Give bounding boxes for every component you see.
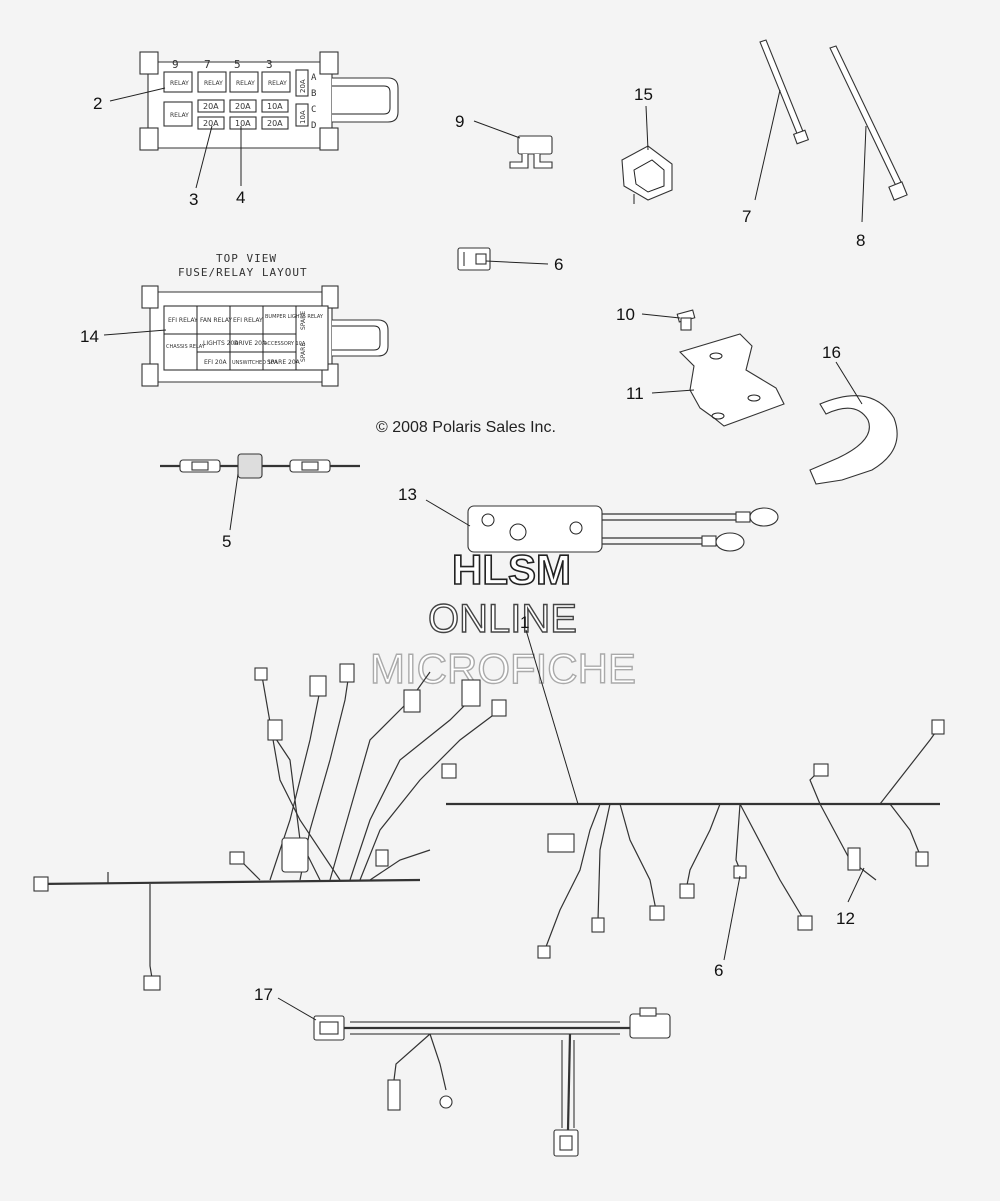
- leader-line: [754, 89, 781, 201]
- relay-label: RELAY: [170, 80, 189, 87]
- callout-11: 11: [626, 384, 644, 403]
- fuse-rating: 20A: [203, 119, 219, 128]
- fuse-box-number: 9: [172, 58, 179, 71]
- leader-line: [641, 313, 681, 319]
- fuse-box-number: 3: [266, 58, 273, 71]
- layout-cell: EFI 20A: [204, 359, 228, 366]
- leader-line: [861, 125, 867, 223]
- cable-tie-long: [829, 45, 908, 201]
- fuse-box-letter: B: [311, 89, 316, 99]
- layout-cell: EFI RELAY: [233, 317, 263, 324]
- copyright-text: © 2008 Polaris Sales Inc.: [376, 419, 556, 436]
- inline-fuse-holder: [160, 453, 360, 479]
- relay-label: RELAY: [170, 112, 189, 119]
- fuse-rating: 20A: [299, 79, 307, 93]
- leader-line: [651, 389, 695, 394]
- sensor-connector: [621, 145, 673, 204]
- layout-cell: SPARE: [300, 343, 307, 362]
- callout-3: 3: [189, 190, 198, 209]
- leader-line: [425, 499, 471, 527]
- diode: [509, 135, 553, 169]
- screw: [676, 309, 696, 331]
- fuse-rating: 10A: [299, 110, 307, 124]
- callout-15: 15: [634, 85, 653, 104]
- callout-12: 12: [836, 909, 855, 928]
- layout-cell: EFI RELAY: [168, 317, 198, 324]
- layout-cell: ACCESSORY 10A: [264, 341, 306, 347]
- fuse-rating: 20A: [267, 119, 283, 128]
- accessory-harness: [313, 1007, 671, 1157]
- leader-line: [229, 473, 239, 531]
- leader-line: [485, 260, 549, 265]
- callout-7: 7: [742, 207, 751, 226]
- leader-line: [473, 120, 521, 139]
- fuse-relay-layout: EFI RELAY FAN RELAY EFI RELAY BUMPER LIG…: [141, 285, 389, 387]
- cable-junction-block: [467, 505, 779, 553]
- leader-line: [645, 105, 649, 151]
- callout-4: 4: [236, 188, 245, 207]
- callout-16: 16: [822, 343, 841, 362]
- main-wiring-harness: [33, 663, 945, 991]
- callout-14: 14: [80, 327, 99, 346]
- callout-8: 8: [856, 231, 865, 250]
- leader-line: [835, 361, 863, 405]
- leader-line: [847, 867, 865, 903]
- fuse-box: 9 7 5 3 RELAY RELAY RELAY RELAY RELAY 20…: [139, 51, 399, 151]
- layout-cell: LIGHTS 20A: [203, 340, 239, 347]
- hose-clamp: [809, 395, 898, 485]
- relay-label: RELAY: [204, 80, 223, 87]
- relay-label: RELAY: [236, 80, 255, 87]
- fuse-rating: 20A: [235, 102, 251, 111]
- fuse-rating: 10A: [235, 119, 251, 128]
- layout-cell: SPARE 20A: [267, 359, 301, 366]
- layout-cell: BUMPER LIGHTS RELAY: [265, 314, 324, 320]
- fuse-rating: 10A: [267, 102, 283, 111]
- layout-cell: DRIVE 20A: [234, 340, 267, 347]
- fuse-box-number: 5: [234, 58, 241, 71]
- callout-5: 5: [222, 532, 231, 551]
- fuse-rating: 20A: [203, 102, 219, 111]
- callout-17: 17: [254, 985, 273, 1004]
- layout-title-line1: TOP VIEW: [216, 252, 277, 265]
- callout-6: 6: [554, 255, 563, 274]
- leader-line: [103, 329, 167, 336]
- layout-cell: UNSWITCHED 10A: [232, 360, 278, 366]
- callout-10: 10: [616, 305, 635, 324]
- layout-cell: SPARE: [300, 311, 307, 330]
- fuse-box-letter: A: [311, 73, 317, 83]
- watermark-line1: HLSM: [452, 546, 571, 593]
- leader-line: [277, 997, 317, 1021]
- fuse-box-letter: C: [311, 105, 316, 115]
- callout-2: 2: [93, 94, 102, 113]
- callout-9: 9: [455, 112, 464, 131]
- callout-1: 1: [520, 613, 529, 632]
- watermark-line2: ONLINE: [428, 597, 577, 641]
- layout-cell: FAN RELAY: [200, 317, 232, 324]
- layout-title-line2: FUSE/RELAY LAYOUT: [178, 266, 308, 279]
- leader-line: [195, 125, 213, 189]
- watermark-line3: MICROFICHE: [370, 645, 636, 692]
- mounting-bracket: [678, 333, 785, 427]
- cable-tie-short: [759, 39, 810, 145]
- leader-line: [525, 629, 579, 805]
- callout-6-lower: 6: [714, 961, 723, 980]
- leader-line: [723, 875, 741, 961]
- connector-small: [457, 247, 491, 271]
- leader-line: [109, 87, 166, 102]
- layout-cell: CHASSIS RELAY: [166, 344, 206, 350]
- callout-13: 13: [398, 485, 417, 504]
- fuse-box-number: 7: [204, 58, 211, 71]
- fuse-box-letter: D: [311, 121, 316, 131]
- relay-label: RELAY: [268, 80, 287, 87]
